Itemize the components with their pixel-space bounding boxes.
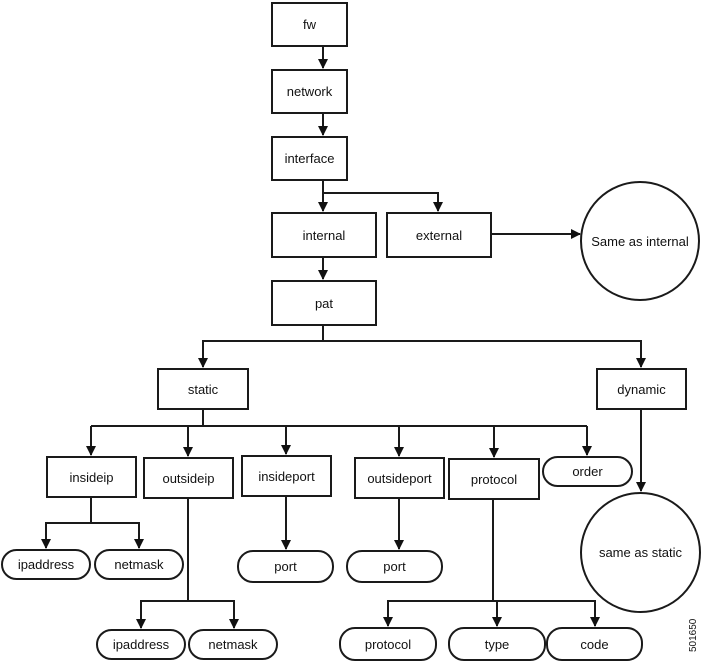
edge-static-bus xyxy=(91,409,587,427)
node-network: network xyxy=(271,69,348,114)
node-same-as-static: same as static xyxy=(580,492,701,613)
node-same-as-internal: Same as internal xyxy=(580,181,700,301)
node-internal: internal xyxy=(271,212,377,258)
node-protocol-protocol: protocol xyxy=(339,627,437,661)
node-outsideip-netmask: netmask xyxy=(188,629,278,660)
edge-insideip-children xyxy=(45,497,139,548)
node-insideport-port: port xyxy=(237,550,334,583)
edge-pat-dynamic xyxy=(323,340,646,368)
node-outsideport-port: port xyxy=(346,550,443,583)
node-interface: interface xyxy=(271,136,348,181)
node-outsideip-ipaddress: ipaddress xyxy=(96,629,186,660)
node-pat: pat xyxy=(271,280,377,326)
node-outsideip: outsideip xyxy=(143,457,234,499)
node-protocol: protocol xyxy=(448,458,540,500)
edge-pat-static xyxy=(198,325,324,368)
node-external: external xyxy=(386,212,492,258)
node-insideip-ipaddress: ipaddress xyxy=(1,549,91,580)
figure-id: 501650 xyxy=(688,618,699,652)
node-insideip-netmask: netmask xyxy=(94,549,184,580)
node-protocol-type: type xyxy=(448,627,546,661)
node-protocol-code: code xyxy=(546,627,643,661)
node-outsideport: outsideport xyxy=(354,457,445,499)
node-static: static xyxy=(157,368,249,410)
node-order: order xyxy=(542,456,633,487)
node-insideport: insideport xyxy=(241,455,332,497)
node-dynamic: dynamic xyxy=(596,368,687,410)
node-insideip: insideip xyxy=(46,456,137,498)
node-fw: fw xyxy=(271,2,348,47)
edge-interface-external xyxy=(323,192,443,212)
